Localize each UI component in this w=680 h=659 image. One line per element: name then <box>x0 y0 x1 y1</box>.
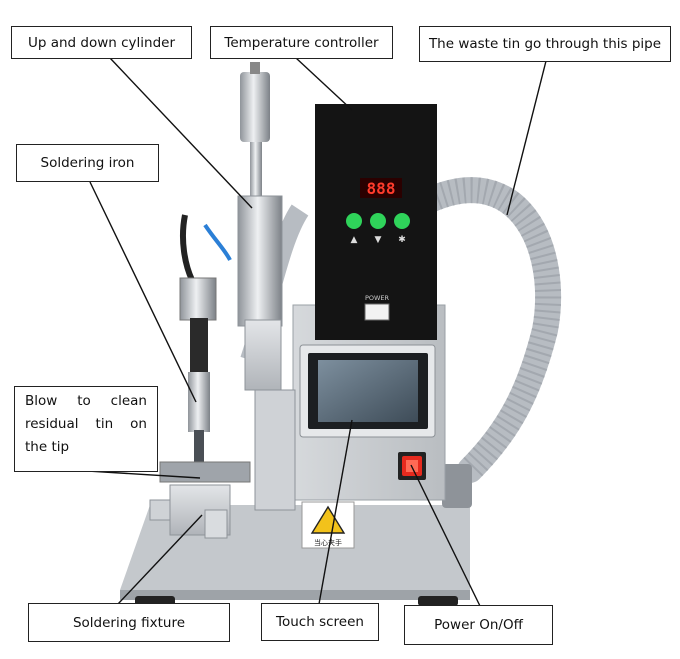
down-button <box>370 213 386 229</box>
down-glyph: ▼ <box>375 235 382 245</box>
leader-screen <box>318 419 353 605</box>
set-button <box>394 213 410 229</box>
label-temperature-controller: Temperature controller <box>210 26 393 59</box>
warning-sign-text: 当心夹手 <box>314 538 342 547</box>
label-soldering-fixture: Soldering fixture <box>28 603 230 642</box>
leader-temp <box>295 57 353 111</box>
set-glyph: ✱ <box>398 235 406 245</box>
leader-cylinder <box>109 57 253 209</box>
leader-pipe <box>506 60 547 216</box>
warning-sign: 当心夹手 <box>301 501 355 549</box>
soldering-iron <box>179 214 232 470</box>
leader-blow <box>87 470 201 479</box>
label-up-down-cylinder: Up and down cylinder <box>11 26 192 59</box>
label-power-on-off: Power On/Off <box>404 605 553 645</box>
label-soldering-iron: Soldering iron <box>16 144 159 182</box>
leader-lines <box>87 57 547 607</box>
label-waste-tin-pipe: The waste tin go through this pipe <box>419 26 671 62</box>
leader-fixture <box>117 514 203 605</box>
leader-iron <box>89 181 197 403</box>
label-blow-clean-tip: Blow to clean residual tin on the tip <box>14 386 158 472</box>
up-button <box>346 213 362 229</box>
main-switch <box>364 303 390 321</box>
label-touch-screen: Touch screen <box>261 603 379 641</box>
power-label: POWER <box>365 294 390 302</box>
temperature-display: 888 <box>367 179 396 198</box>
touch-screen-panel <box>308 353 428 429</box>
up-glyph: ▲ <box>351 235 358 245</box>
temperature-controller-box: 888 ▲ ▼ ✱ POWER <box>315 104 437 340</box>
cylinder-assembly <box>237 62 296 511</box>
leader-power <box>410 464 481 607</box>
